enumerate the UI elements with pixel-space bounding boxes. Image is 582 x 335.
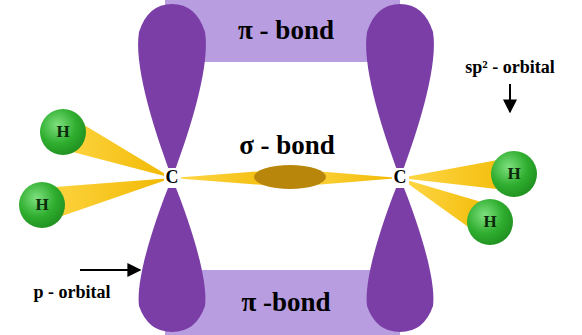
- bond-label: σ - bond: [239, 131, 335, 161]
- leader-arrow: [509, 84, 511, 112]
- hydrogen-atom: H: [467, 199, 513, 245]
- pi-bond-band: π -bond: [211, 277, 361, 329]
- orbital-label: sp² - orbital: [465, 58, 554, 78]
- leader-arrow: [80, 269, 140, 271]
- atom-symbol: C: [164, 168, 181, 188]
- atom-symbol: H: [35, 196, 48, 215]
- bond-label: π -bond: [241, 288, 330, 318]
- hydrogen-atom: H: [491, 151, 537, 197]
- hydrogen-atom: H: [40, 109, 86, 155]
- pi-bond-band: π - bond: [211, 6, 361, 56]
- bond-label: π - bond: [238, 16, 334, 46]
- orbital-label: p - orbital: [33, 283, 110, 303]
- atom-symbol: H: [56, 123, 69, 142]
- hydrogen-atom: H: [19, 182, 65, 228]
- p-orbital-lobes: [138, 4, 434, 332]
- atom-symbol: H: [507, 165, 520, 184]
- atom-symbol: C: [392, 168, 409, 188]
- atom-symbol: H: [483, 213, 496, 232]
- sp2-orbitals: [31, 116, 525, 237]
- sigma-overlap: [254, 165, 326, 189]
